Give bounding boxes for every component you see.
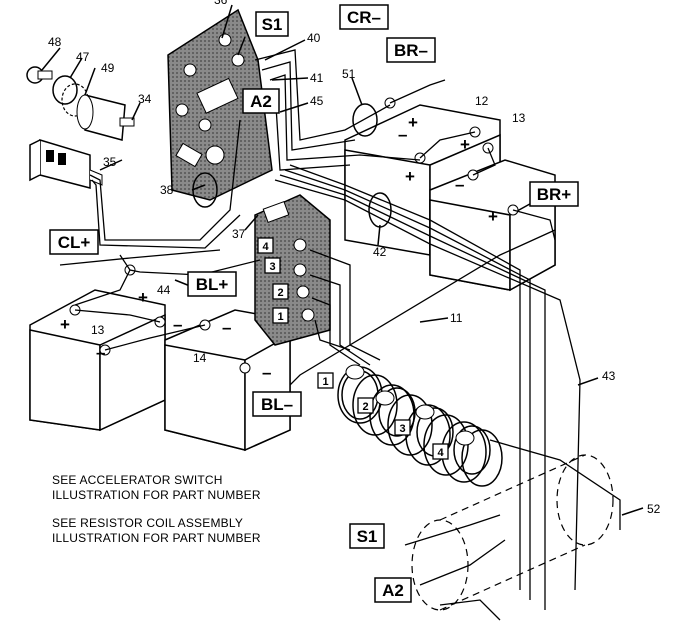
terminal-label-cl-plus: CL+ xyxy=(49,229,99,255)
note-accelerator-line1: SEE ACCELERATOR SWITCH xyxy=(52,473,223,487)
terminal-label-cr-minus: CR– xyxy=(339,4,389,30)
polarity-plus-5: + xyxy=(138,288,148,307)
part-number-49: 49 xyxy=(101,61,115,75)
coil-square-4: 4 xyxy=(432,443,449,460)
polarity-minus-2: – xyxy=(455,175,464,194)
terminal-label-s1-bottom: S1 xyxy=(349,523,385,549)
part-number-34: 34 xyxy=(138,92,152,106)
part-number-36: 36 xyxy=(214,0,228,7)
tap-square-3: 3 xyxy=(264,257,281,274)
tap-square-2: 2 xyxy=(272,283,289,300)
tap-square-1: 1 xyxy=(272,307,289,324)
forward-reverse-switch-plate xyxy=(167,8,273,201)
plug-connector xyxy=(29,138,103,189)
bl-plus-text: BL+ xyxy=(196,275,229,294)
part-number-47: 47 xyxy=(76,50,90,64)
note-resistor-line1: SEE RESISTOR COIL ASSEMBLY xyxy=(52,516,243,530)
note-resistor-line2: ILLUSTRATION FOR PART NUMBER xyxy=(52,531,261,545)
coil-square-3: 3 xyxy=(394,419,411,436)
terminal-label-s1-top: S1 xyxy=(255,11,289,37)
polarity-minus-4: – xyxy=(222,318,231,337)
part-number-12: 12 xyxy=(475,94,489,108)
part-number-14: 14 xyxy=(193,351,207,365)
cr-minus-text: CR– xyxy=(347,8,381,27)
terminal-label-bl-minus: BL– xyxy=(252,391,302,417)
terminal-label-a2-bottom: A2 xyxy=(374,577,412,603)
coil-3-text: 3 xyxy=(399,423,405,435)
br-minus-text: BR– xyxy=(394,41,428,60)
br-plus-text: BR+ xyxy=(537,185,572,204)
part-number-44: 44 xyxy=(157,283,171,297)
part-number-43: 43 xyxy=(602,369,616,383)
polarity-plus-6: + xyxy=(60,315,70,334)
polarity-minus-3: – xyxy=(173,315,182,334)
polarity-plus-4: + xyxy=(488,207,498,226)
part-number-52: 52 xyxy=(647,502,661,516)
note-accelerator-line2: ILLUSTRATION FOR PART NUMBER xyxy=(52,488,261,502)
polarity-minus-1: – xyxy=(398,125,407,144)
terminal-label-br-plus: BR+ xyxy=(529,181,579,207)
coil-square-2: 2 xyxy=(357,397,374,414)
coil-1-text: 1 xyxy=(322,376,328,388)
part-number-11: 11 xyxy=(450,311,463,325)
part-number-40: 40 xyxy=(307,31,321,45)
motor-outline xyxy=(411,454,614,611)
key-switch-assembly xyxy=(26,66,135,141)
part-number-45: 45 xyxy=(310,94,324,108)
tap-1-text: 1 xyxy=(277,311,283,323)
part-number-13-right: 13 xyxy=(512,111,526,125)
s1-top-text: S1 xyxy=(262,15,283,34)
polarity-plus-3: + xyxy=(405,167,415,186)
part-number-38: 38 xyxy=(160,183,174,197)
part-number-51: 51 xyxy=(342,67,356,81)
coil-square-1: 1 xyxy=(317,372,334,389)
polarity-plus-2: + xyxy=(460,135,470,154)
part-number-35: 35 xyxy=(103,155,117,169)
tap-4-text: 4 xyxy=(262,241,269,253)
s1-bottom-text: S1 xyxy=(357,527,378,546)
coil-2-text: 2 xyxy=(362,401,368,413)
part-number-41: 41 xyxy=(310,71,324,85)
terminal-label-bl-plus: BL+ xyxy=(187,271,237,297)
terminal-label-a2-top: A2 xyxy=(242,88,280,114)
a2-top-text: A2 xyxy=(250,92,272,111)
part-number-13-left: 13 xyxy=(91,323,105,337)
part-number-48: 48 xyxy=(48,35,62,49)
part-number-37: 37 xyxy=(232,227,246,241)
tap-2-text: 2 xyxy=(277,287,283,299)
coil-4-text: 4 xyxy=(437,447,444,459)
terminal-label-br-minus: BR– xyxy=(386,37,436,63)
polarity-minus-5: – xyxy=(96,343,105,362)
resistor-coil xyxy=(337,364,503,487)
tap-3-text: 3 xyxy=(269,261,275,273)
part-number-42: 42 xyxy=(373,245,387,259)
polarity-plus-1: + xyxy=(408,113,418,132)
cl-plus-text: CL+ xyxy=(58,233,91,252)
bl-minus-text: BL– xyxy=(261,395,293,414)
tap-square-4: 4 xyxy=(257,237,274,254)
polarity-minus-6: – xyxy=(262,363,271,382)
a2-bottom-text: A2 xyxy=(382,581,404,600)
